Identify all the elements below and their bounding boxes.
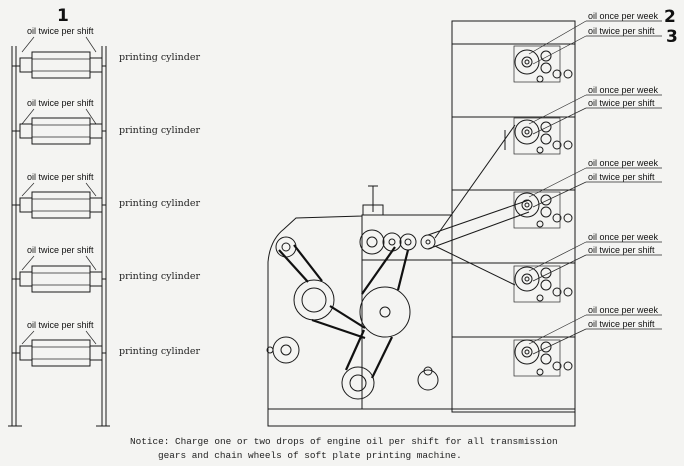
oil-label: oil twice per shift	[27, 26, 94, 36]
printing-cylinder	[31, 191, 91, 219]
marker-1: 1	[57, 6, 69, 26]
printing-cylinder	[31, 51, 91, 79]
printing-tower	[451, 20, 576, 413]
notice-line-1: Notice: Charge one or two drops of engin…	[130, 436, 558, 447]
machine-frame	[267, 185, 576, 427]
marker-3: 3	[666, 27, 678, 47]
gear-cluster	[513, 339, 573, 377]
shift-oil-label: oil twice per shift	[588, 172, 655, 182]
gear-cluster	[513, 117, 573, 155]
cylinder-label: printing cylinder	[119, 271, 200, 282]
oil-label: oil twice per shift	[27, 245, 94, 255]
cylinder-label: printing cylinder	[119, 125, 200, 136]
weekly-oil-label: oil once per week	[588, 11, 659, 21]
printing-cylinder	[31, 265, 91, 293]
shift-oil-label: oil twice per shift	[588, 245, 655, 255]
cylinder-label: printing cylinder	[119, 346, 200, 357]
notice-line-2: gears and chain wheels of soft plate pri…	[158, 450, 462, 461]
drive-train	[266, 124, 530, 400]
weekly-oil-label: oil once per week	[588, 305, 659, 315]
left-unit: oil twice per shift printing cylinder	[12, 26, 200, 79]
shift-oil-label: oil twice per shift	[588, 98, 655, 108]
weekly-oil-label: oil once per week	[588, 158, 659, 168]
left-unit: oil twice per shift printing cylinder	[12, 172, 200, 219]
shift-oil-label: oil twice per shift	[588, 26, 655, 36]
left-unit: oil twice per shift printing cylinder	[12, 245, 200, 293]
gear-cluster	[513, 191, 573, 229]
shift-oil-label: oil twice per shift	[588, 319, 655, 329]
left-unit: oil twice per shift printing cylinder	[12, 98, 200, 145]
cylinder-label: printing cylinder	[119, 52, 200, 63]
cylinder-label: printing cylinder	[119, 198, 200, 209]
oil-label: oil twice per shift	[27, 320, 94, 330]
oil-label: oil twice per shift	[27, 98, 94, 108]
weekly-oil-label: oil once per week	[588, 232, 659, 242]
printing-cylinder	[31, 339, 91, 367]
printing-cylinder	[31, 117, 91, 145]
marker-2: 2	[664, 7, 676, 27]
weekly-oil-label: oil once per week	[588, 85, 659, 95]
left-unit: oil twice per shift printing cylinder	[12, 320, 200, 367]
left-frame	[8, 46, 110, 427]
right-unit-labels: oil once per week oil twice per shift oi…	[528, 11, 662, 355]
gear-cluster	[513, 45, 573, 83]
oil-label: oil twice per shift	[27, 172, 94, 182]
gear-cluster	[513, 265, 573, 303]
